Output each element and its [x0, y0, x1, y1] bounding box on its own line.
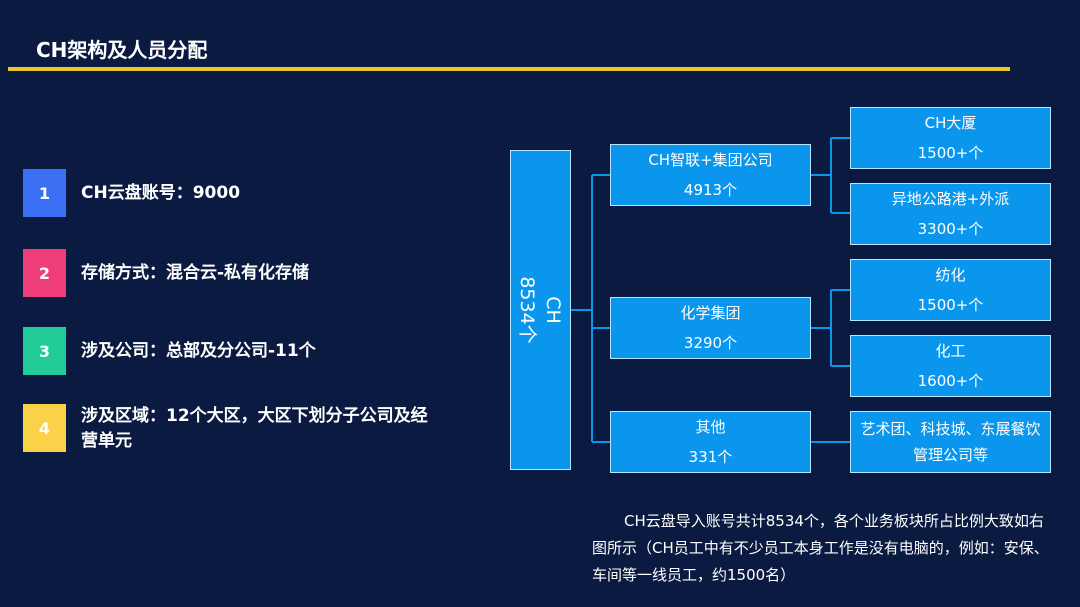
root-node: [510, 150, 571, 470]
title-underline: [8, 67, 1010, 71]
number-badge-4: 4: [23, 404, 66, 452]
root-node-name: CH: [542, 296, 564, 324]
group-node-count: 4913个: [683, 181, 738, 199]
root-node-label: CH 8534个: [514, 276, 566, 343]
footnote-text: CH云盘导入账号共计8534个，各个业务板块所占比例大致如右图所示（CH员工中有…: [592, 512, 1049, 584]
leaf-node-name-cont: 管理公司等: [912, 446, 988, 464]
number-badge-1: 1: [23, 169, 66, 217]
list-item-text: 涉及公司：总部及分公司-11个: [81, 341, 316, 361]
group-node-count: 331个: [688, 448, 733, 466]
leaf-node-1: CH大厦 1500+个: [850, 107, 1051, 169]
leaf-node-3: 纺化 1500+个: [850, 259, 1051, 321]
list-item-text: 存储方式：混合云-私有化存储: [81, 263, 310, 283]
page-title: CH架构及人员分配: [36, 38, 208, 62]
leaf-node-count: 3300+个: [917, 220, 984, 238]
leaf-node-name: 纺化: [935, 266, 966, 284]
leaf-node-4: 化工 1600+个: [850, 335, 1051, 397]
leaf-node-name: CH大厦: [924, 114, 977, 132]
group-node-3: 其他 331个: [610, 411, 811, 473]
leaf-node-5: 艺术团、科技城、东展餐饮 管理公司等: [850, 411, 1051, 473]
group-node-2: 化学集团 3290个: [610, 297, 811, 359]
group-node-name: 其他: [695, 418, 726, 436]
number-badge-2: 2: [23, 249, 66, 297]
list-item-text-line1: 涉及区域：12个大区，大区下划分子公司及经: [81, 406, 428, 426]
root-node-count: 8534个: [516, 276, 538, 344]
leaf-node-name: 艺术团、科技城、东展餐饮: [860, 420, 1041, 438]
leaf-node-count: 1500+个: [917, 144, 984, 162]
group-node-name: CH智联+集团公司: [648, 151, 773, 169]
group-node-count: 3290个: [683, 334, 738, 352]
leaf-node-count: 1500+个: [917, 296, 984, 314]
number-badge-3: 3: [23, 327, 66, 375]
group-node-name: 化学集团: [680, 304, 741, 322]
leaf-node-2: 异地公路港+外派 3300+个: [850, 183, 1051, 245]
leaf-node-name: 异地公路港+外派: [891, 190, 1010, 208]
list-item-text-line2: 营单元: [81, 431, 132, 451]
leaf-node-name: 化工: [935, 342, 966, 360]
leaf-node-count: 1600+个: [917, 372, 984, 390]
list-item-text: CH云盘账号：9000: [81, 183, 241, 203]
group-node-1: CH智联+集团公司 4913个: [610, 144, 811, 206]
